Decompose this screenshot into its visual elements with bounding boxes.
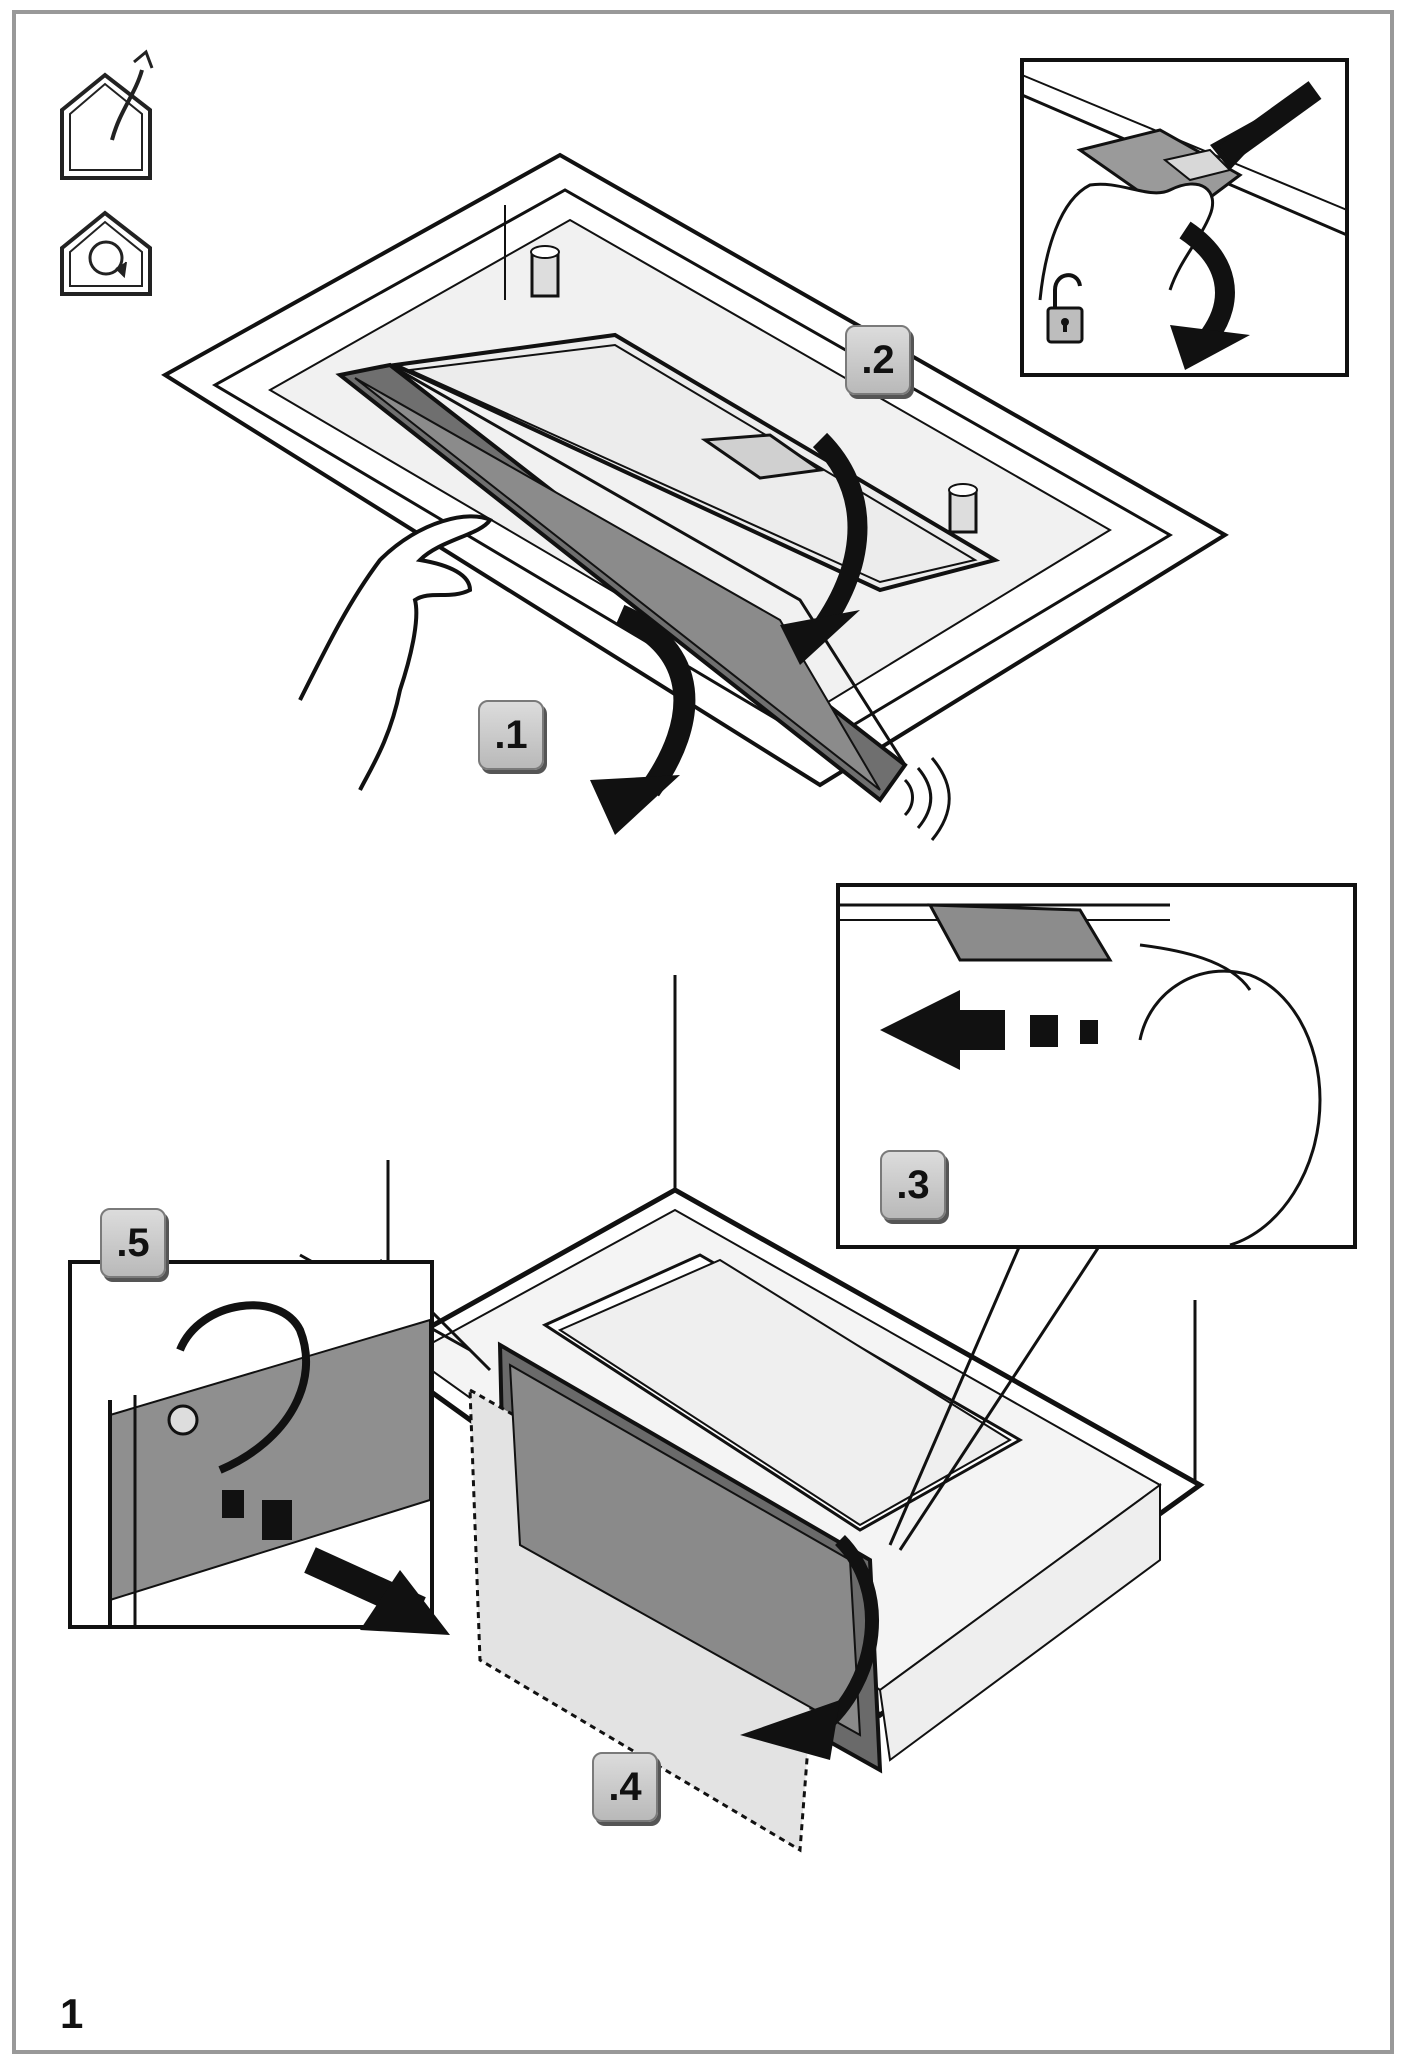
step-label: .4 (608, 1764, 642, 1809)
page-border (12, 10, 1394, 2054)
front-panel (335, 362, 908, 803)
step-label: .5 (116, 1220, 150, 1265)
grease-filter-perspective (557, 1258, 1012, 1527)
rotate-down-arrow (590, 604, 696, 835)
grease-filter (387, 332, 1001, 593)
front-panel-hanging (468, 1341, 883, 1853)
step-badge-5: .5 (100, 1208, 166, 1278)
hinge-release-inset (68, 1260, 450, 1635)
hood-fixing-bolt (948, 483, 978, 534)
step-label: .1 (494, 712, 528, 757)
step-badge-4: .4 (592, 1752, 658, 1822)
rotate-panel-arrow (740, 1535, 880, 1760)
step-badge-2: .2 (845, 325, 911, 395)
ducted-exhaust-mode-icon (60, 49, 154, 180)
hood-fixing-bolt (530, 245, 560, 298)
unlock-padlock-icon (1046, 273, 1084, 344)
step-label: .2 (861, 337, 895, 382)
figure-number: 1 (60, 1990, 84, 2037)
step-badge-3: .3 (880, 1150, 946, 1220)
step-label: .3 (896, 1162, 930, 1207)
click-sound-icon (903, 757, 951, 841)
rotate-down-arrow (780, 432, 868, 665)
step-badge-1: .1 (478, 700, 544, 770)
recirculation-mode-icon (60, 210, 152, 296)
slide-latch-inset (836, 883, 1357, 1249)
unlock-latch-inset (1020, 58, 1349, 377)
hand-icon (298, 514, 493, 791)
